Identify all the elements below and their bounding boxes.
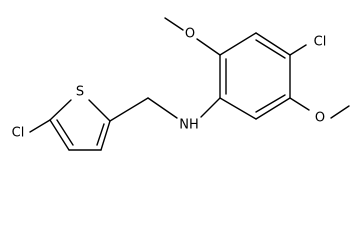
bond-c2-o-top: [196, 38, 221, 56]
atom-label-cl-ring: Cl: [314, 35, 327, 50]
atom-label-sulfur: S: [76, 85, 84, 100]
bond-s-c2: [88, 99, 111, 122]
bond-c2-c3: [219, 32, 257, 56]
atom-label-cl-thiophene: Cl: [12, 126, 25, 141]
linker: [109, 97, 221, 122]
bond-c5-s: [49, 99, 72, 121]
bond-o-right-ch3: [330, 105, 350, 119]
bond-c4-c5-inner: [56, 119, 74, 146]
bond-o-top-ch3: [164, 17, 184, 31]
bond-cl-c5: [29, 119, 51, 133]
bond-n-c1: [200, 97, 221, 118]
thiophene-ring: [29, 99, 111, 151]
bond-c2-c3-inner: [96, 123, 105, 146]
molecule-structure: Cl S NH O O Cl: [12, 17, 350, 151]
bond-c5-o-right: [289, 97, 310, 111]
bond-c4-cl: [289, 44, 307, 56]
bond-c4-c5: [49, 119, 70, 151]
bond-c2-ch2: [109, 97, 149, 122]
bond-c5-c6: [255, 97, 291, 120]
bond-c3-c4-inner: [255, 39, 286, 59]
bond-c6-c1: [219, 97, 257, 120]
bond-c5-c6-inner: [255, 94, 286, 113]
benzene-ring: [219, 32, 291, 120]
bond-c3-c4: [255, 32, 291, 56]
substituents: [164, 17, 350, 119]
atom-label-o-right: O: [315, 111, 325, 126]
atom-label-o-top: O: [185, 27, 195, 42]
atom-label-nh: NH: [179, 118, 199, 133]
bond-c2-c3: [100, 120, 111, 151]
bond-ch2-n: [147, 97, 178, 119]
